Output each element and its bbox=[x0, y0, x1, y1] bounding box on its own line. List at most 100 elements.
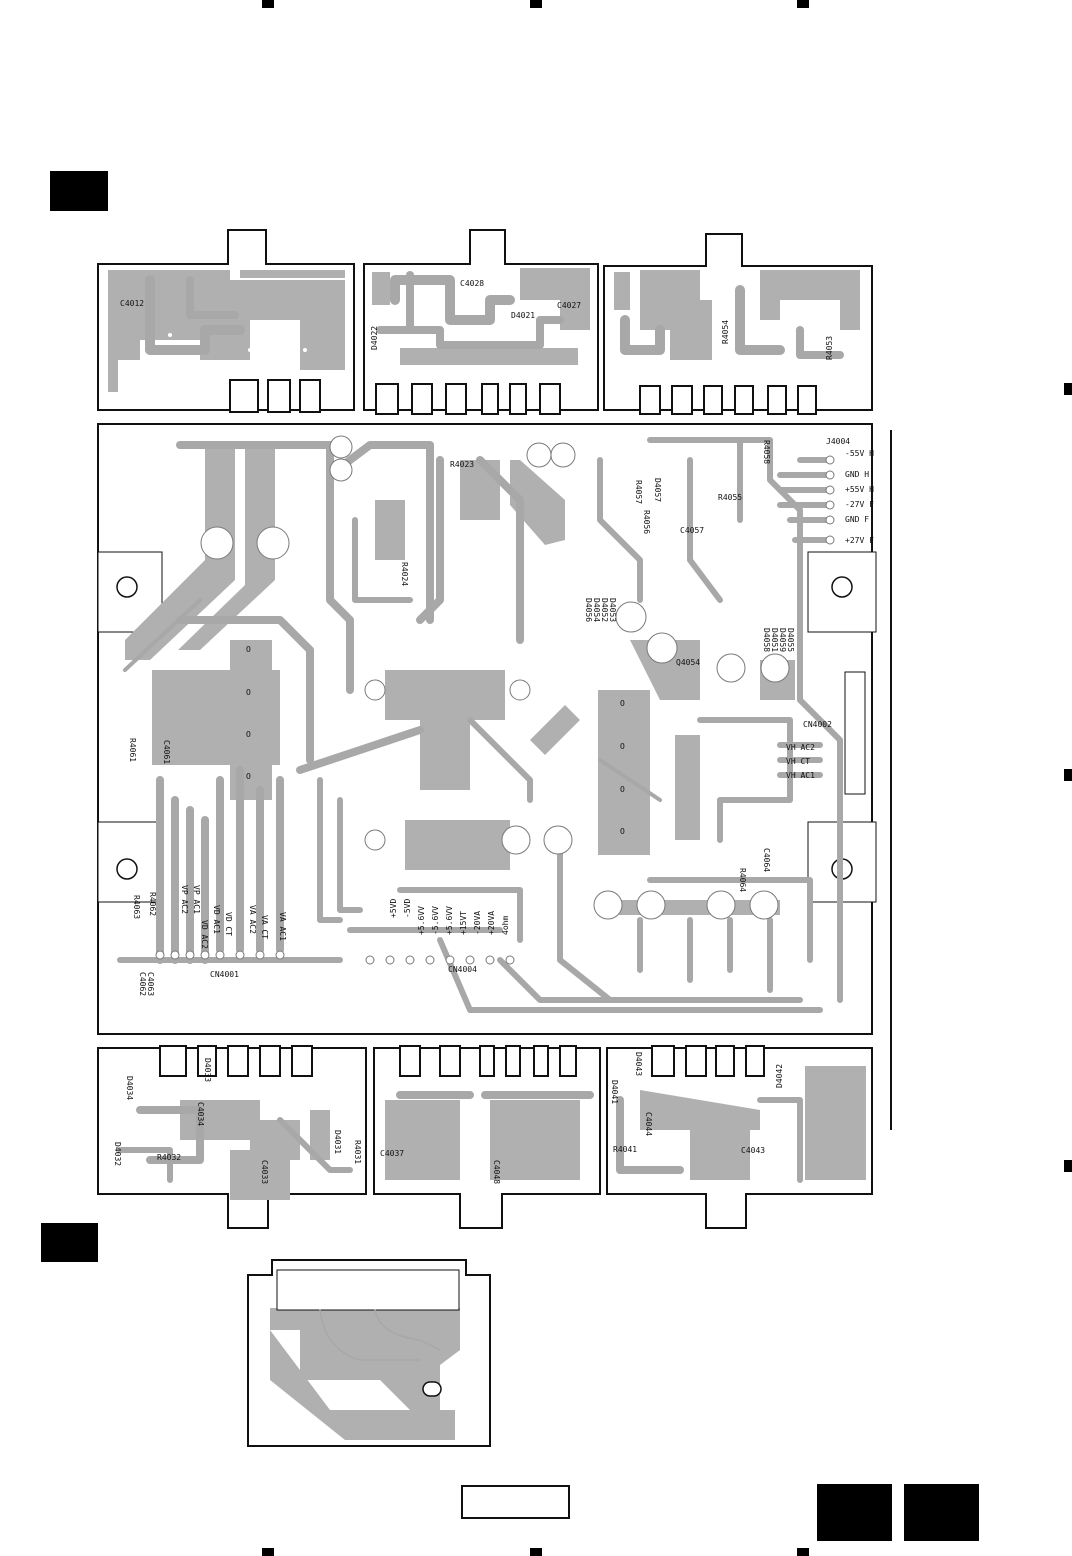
bottom-board-left bbox=[97, 1045, 367, 1229]
cn4004-pin-6: +15VT bbox=[459, 911, 468, 935]
top-board-right bbox=[603, 233, 873, 415]
label-c4057: C4057 bbox=[680, 526, 704, 535]
label-c4048: C4048 bbox=[492, 1160, 501, 1184]
label-d4043: D4043 bbox=[634, 1052, 643, 1076]
label-r4057: R4057 bbox=[634, 480, 643, 504]
label-d4057: D4057 bbox=[653, 478, 662, 502]
j4004-pin-5: GND F bbox=[845, 515, 869, 524]
bottom-board-right bbox=[606, 1045, 873, 1229]
page-box-left bbox=[817, 1484, 892, 1541]
pad-mark: O bbox=[620, 742, 625, 751]
label-d4041: D4041 bbox=[610, 1080, 619, 1104]
label-d4053: D4053 bbox=[608, 598, 617, 622]
cn4001-pin-3: VD AC1 bbox=[212, 905, 221, 934]
cn4002-pin-3: VH AC1 bbox=[786, 771, 815, 780]
label-d4052: D4052 bbox=[600, 598, 609, 622]
label-r4023: R4023 bbox=[450, 460, 474, 469]
page-box-right bbox=[904, 1484, 979, 1541]
label-r4062: R4062 bbox=[148, 892, 157, 916]
label-r4032: R4032 bbox=[157, 1153, 181, 1162]
top-board-middle bbox=[363, 229, 599, 415]
label-r4061: R4061 bbox=[128, 738, 137, 762]
cn4004-pin-7: -20VA bbox=[473, 911, 482, 935]
cn4004-pin-2: -5VD bbox=[403, 899, 412, 918]
label-c4037: C4037 bbox=[380, 1149, 404, 1158]
label-d4031: D4031 bbox=[333, 1130, 342, 1154]
j4004-pin-2: GND H bbox=[845, 470, 869, 479]
label-d4022: D4022 bbox=[370, 326, 379, 350]
label-d4021: D4021 bbox=[511, 311, 535, 320]
label-c4044: C4044 bbox=[644, 1112, 653, 1136]
label-d4032: D4032 bbox=[113, 1142, 122, 1166]
j4004-pin-3: +55V H bbox=[845, 485, 874, 494]
cn4004-pin-8: +20VA bbox=[487, 911, 496, 935]
pad-mark: O bbox=[246, 688, 251, 697]
label-r4058: R4058 bbox=[762, 440, 771, 464]
label-j4004: J4004 bbox=[826, 437, 850, 446]
label-d4051: D4051 bbox=[770, 628, 779, 652]
pad-mark: O bbox=[246, 772, 251, 781]
cn4004-pin-5: +5.6VV bbox=[445, 906, 454, 935]
label-cn4002: CN4002 bbox=[803, 720, 832, 729]
label-d4056: D4056 bbox=[584, 598, 593, 622]
pad-mark: O bbox=[620, 827, 625, 836]
cn4004-pin-1: +5VD bbox=[389, 899, 398, 918]
cn4004-pin-9: 4ohm bbox=[501, 916, 510, 935]
label-d4059: D4059 bbox=[778, 628, 787, 652]
cn4001-pin-8: VA AC1 bbox=[278, 912, 287, 941]
j4004-pin-1: -55V H bbox=[845, 449, 874, 458]
cn4002-pin-2: VH CT bbox=[786, 757, 810, 766]
label-r4064: R4064 bbox=[738, 868, 747, 892]
label-r4056: R4056 bbox=[642, 510, 651, 534]
cn4001-pin-6: VA AC2 bbox=[248, 905, 257, 934]
cn4001-pin-5: VD AC2 bbox=[200, 920, 209, 949]
cn4001-pin-4: VD CT bbox=[224, 912, 233, 936]
label-c4043: C4043 bbox=[741, 1146, 765, 1155]
label-c4033: C4033 bbox=[260, 1160, 269, 1184]
top-board-left bbox=[97, 229, 355, 413]
label-c4028: C4028 bbox=[460, 279, 484, 288]
label-r4055: R4055 bbox=[718, 493, 742, 502]
label-d4054: D4054 bbox=[592, 598, 601, 622]
registration-marks bbox=[262, 0, 1072, 1556]
label-c4063: C4063 bbox=[146, 972, 155, 996]
label-d4033: D4033 bbox=[203, 1058, 212, 1082]
pad-mark: O bbox=[620, 699, 625, 708]
label-r4063: R4063 bbox=[132, 895, 141, 919]
label-d4055: D4055 bbox=[786, 628, 795, 652]
cn4004-pin-4: -5.6VV bbox=[431, 906, 440, 935]
pad-mark: O bbox=[620, 785, 625, 794]
label-q4054: Q4054 bbox=[676, 658, 700, 667]
cn4001-pin-2: VP AC2 bbox=[180, 885, 189, 914]
label-c4027: C4027 bbox=[557, 301, 581, 310]
label-r4054: R4054 bbox=[721, 320, 730, 344]
cn4002-pin-1: VH AC2 bbox=[786, 743, 815, 752]
j4004-pin-6: +27V F bbox=[845, 536, 874, 545]
label-r4041: R4041 bbox=[613, 1145, 637, 1154]
small-board bbox=[247, 1259, 491, 1447]
label-d4034: D4034 bbox=[125, 1076, 134, 1100]
label-cn4004: CN4004 bbox=[448, 965, 477, 974]
page-number-box bbox=[461, 1485, 570, 1519]
label-c4064: C4064 bbox=[762, 848, 771, 872]
label-r4031: R4031 bbox=[353, 1140, 362, 1164]
label-cn4001: CN4001 bbox=[210, 970, 239, 979]
bottom-board-middle bbox=[373, 1045, 601, 1229]
cn4001-pin-7: VA CT bbox=[260, 915, 269, 939]
label-r4024: R4024 bbox=[400, 562, 409, 586]
pad-mark: O bbox=[246, 730, 251, 739]
cn4001-pin-1: VP AC1 bbox=[192, 885, 201, 914]
section-box-middle bbox=[41, 1223, 98, 1262]
label-c4061: C4061 bbox=[162, 740, 171, 764]
label-c4034: C4034 bbox=[196, 1102, 205, 1126]
main-board bbox=[97, 423, 877, 1035]
j4004-pin-4: -27V F bbox=[845, 500, 874, 509]
pad-mark: O bbox=[246, 645, 251, 654]
label-c4062: C4062 bbox=[138, 972, 147, 996]
cn4004-pin-3: +5.6VV bbox=[417, 906, 426, 935]
label-d4042: D4042 bbox=[775, 1064, 784, 1088]
section-box-top bbox=[50, 171, 108, 211]
label-d4058: D4058 bbox=[762, 628, 771, 652]
label-c4012: C4012 bbox=[120, 299, 144, 308]
